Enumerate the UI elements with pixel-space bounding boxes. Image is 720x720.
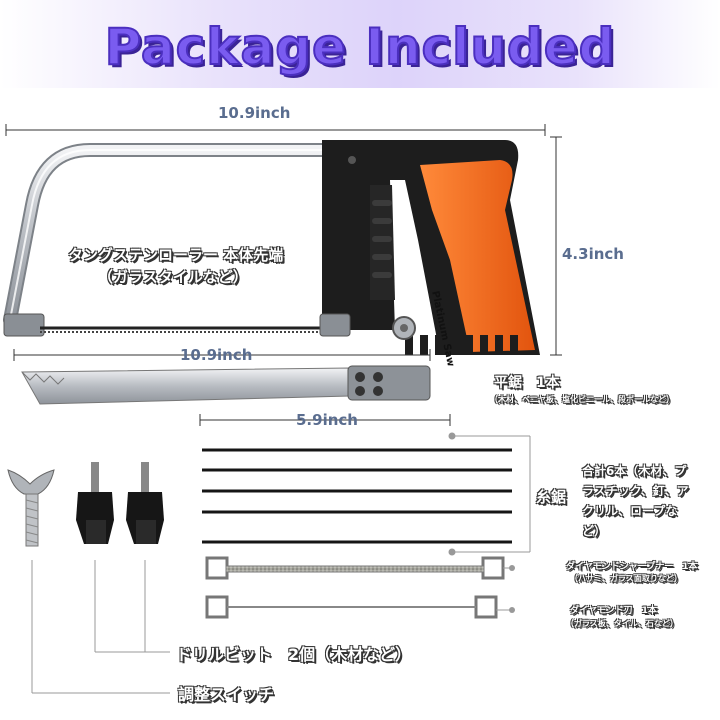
wire-saw-desc-4: ど） <box>582 524 607 538</box>
flat-saw-blade <box>21 365 431 405</box>
roller-label-line2: （ガラスタイルなど） <box>98 268 248 286</box>
diamond-blade-title: ダイヤモンド刃 1本 <box>570 606 657 616</box>
roller-label-line1: タングステンローラー 本体先端 <box>68 246 284 264</box>
wing-nut-screw <box>7 469 55 547</box>
header-banner: Package Included <box>0 0 720 88</box>
sharpener-title: ダイヤモンドシャープナー 1本 <box>566 562 698 572</box>
wire-saw-title: 糸鋸 <box>536 488 567 506</box>
adjust-switch-label: 調整スイッチ <box>178 685 275 704</box>
drill-bits-label: ドリルビット 2個（木材など） <box>176 645 412 664</box>
wire-saw-dimension <box>199 414 451 426</box>
hacksaw-frame <box>3 143 337 337</box>
wire-saw-leaders <box>448 432 531 556</box>
wire-saw-desc-1: 合計6本（木材、プ <box>582 464 687 478</box>
frame-width-dimension <box>5 124 546 136</box>
sharpener-desc: （ハサミ、ガラス面取りなど） <box>570 574 682 583</box>
flat-saw-dimension <box>13 349 431 361</box>
wire-saw-length-label: 5.9inch <box>296 411 358 429</box>
diamond-sharpener <box>205 556 515 580</box>
frame-width-label: 10.9inch <box>218 104 291 122</box>
wire-saw-desc-3: クリル、ロープな <box>582 504 678 518</box>
saw-handle <box>319 140 540 355</box>
flat-saw-length-label: 10.9inch <box>180 346 253 364</box>
drill-bit-1 <box>76 462 114 544</box>
diamond-wire-blade <box>205 595 515 619</box>
diamond-blade-desc: （ガラス板、タイル、石など） <box>566 619 678 628</box>
flat-saw-desc: （木材、ベニヤ板、塩化ビニール、段ボールなど） <box>490 395 674 404</box>
drill-bit-2 <box>126 462 164 544</box>
accessory-leaders <box>31 560 170 694</box>
frame-height-label: 4.3inch <box>562 245 624 263</box>
wire-saw-desc-2: ラスチック、釘、ア <box>582 484 689 498</box>
flat-saw-title: 平鋸 1本 <box>494 375 560 391</box>
banner-title: Package Included <box>104 17 616 77</box>
wire-saw-blades <box>202 448 512 544</box>
frame-height-dimension <box>550 136 562 356</box>
